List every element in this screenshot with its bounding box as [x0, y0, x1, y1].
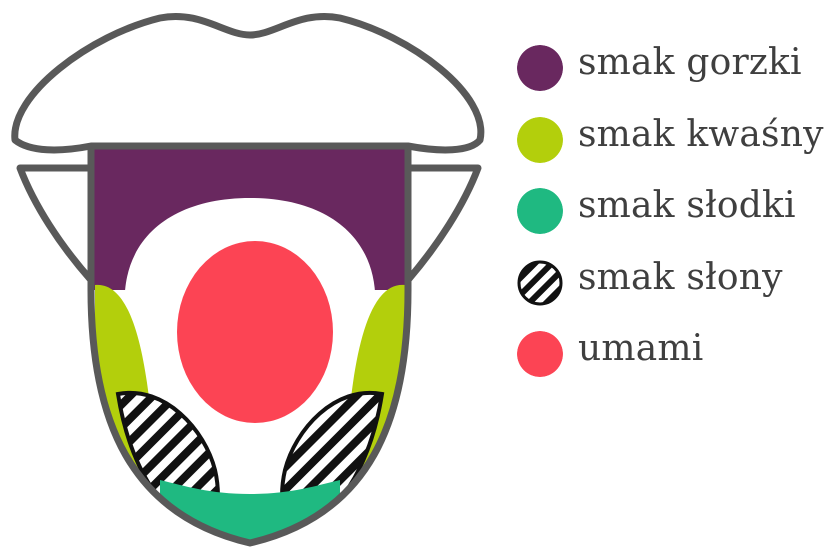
- legend-label-salty: smak słony: [578, 252, 783, 304]
- legend-label-sour: smak kwaśny: [578, 109, 824, 161]
- legend: smak gorzki smak kwaśny smak słodki: [512, 41, 829, 399]
- legend-item-sweet: smak słodki: [512, 184, 829, 256]
- bitter-swatch-icon: [517, 45, 563, 91]
- legend-item-umami: umami: [512, 327, 829, 399]
- tongue: [85, 140, 415, 550]
- mouth-corner-right: [408, 168, 478, 280]
- legend-label-umami: umami: [578, 323, 703, 375]
- mouth-corner-left: [20, 168, 91, 280]
- sour-swatch-icon: [517, 117, 563, 163]
- legend-item-bitter: smak gorzki: [512, 41, 829, 113]
- upper-lip: [15, 16, 481, 150]
- sweet-swatch-icon: [517, 188, 563, 234]
- umami-zone: [177, 241, 333, 423]
- tongue-diagram: [0, 0, 500, 550]
- legend-item-salty: smak słony: [512, 256, 829, 328]
- umami-swatch-icon: [517, 331, 563, 377]
- salty-swatch-icon: [517, 260, 563, 306]
- legend-label-sweet: smak słodki: [578, 180, 796, 232]
- legend-item-sour: smak kwaśny: [512, 113, 829, 185]
- legend-label-bitter: smak gorzki: [578, 37, 802, 89]
